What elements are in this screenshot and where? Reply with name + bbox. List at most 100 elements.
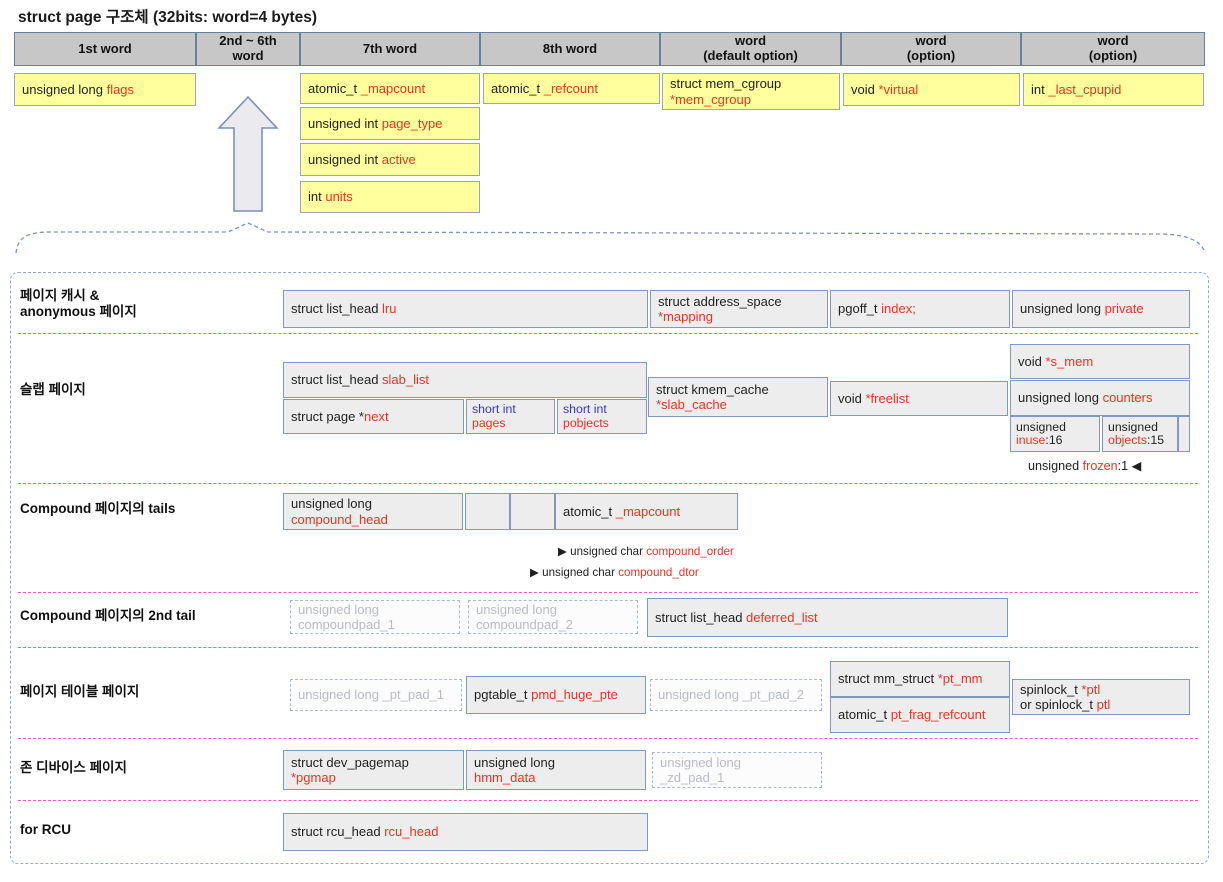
cell-text-part: unsigned long	[474, 754, 555, 770]
cell-text-line: pgtable_t pmd_huge_pte	[474, 687, 618, 702]
cell-text-line: struct page *next	[291, 409, 389, 424]
cell-text-line: short int	[472, 403, 516, 416]
annotation-compound-dtor: ▶ unsigned char compound_dtor	[530, 565, 699, 579]
cell-text-part: unsigned long	[660, 754, 741, 770]
header-8th-word: 8th word	[480, 32, 660, 66]
cell-text-part: *freelist	[865, 390, 909, 406]
cell-text-line: void *s_mem	[1018, 354, 1093, 369]
section-label-page-cache: 페이지 캐시 & anonymous 페이지	[20, 288, 137, 319]
cell-text-line: compoundpad_1	[298, 617, 395, 632]
cell-text-part: private	[1104, 301, 1144, 317]
cell-freelist: void *freelist	[830, 381, 1008, 416]
annotation-text-part: ◀	[1131, 459, 1142, 473]
cell-pmd-huge-pte: pgtable_t pmd_huge_pte	[466, 676, 646, 714]
cell-text-part: _refcount	[543, 80, 598, 96]
section-label-page-table: 페이지 테이블 페이지	[20, 684, 140, 699]
cell-text-part: unsigned	[1016, 419, 1066, 434]
header-1st-word: 1st word	[14, 32, 196, 66]
annotation-frozen: unsigned frozen:1 ◀	[1028, 458, 1141, 473]
cell-pt-mm: struct mm_struct *pt_mm	[830, 661, 1010, 697]
cell-text-part: compoundpad_2	[476, 617, 573, 632]
header-word-default-option: word (default option)	[660, 32, 841, 66]
cell-mapcount-7th: atomic_t _mapcount	[300, 73, 480, 104]
cell-text-part: units	[325, 189, 353, 205]
cell-text-part: atomic_t	[563, 503, 616, 519]
annotation-text-part: compound_order	[646, 545, 734, 558]
cell-text-part: unsigned	[1108, 419, 1158, 434]
cell-refcount: atomic_t _refcount	[483, 73, 660, 104]
cell-mapping: struct address_space*mapping	[650, 290, 828, 328]
cell-text-part: void	[1018, 353, 1046, 369]
annotation-text-part: unsigned	[1028, 459, 1083, 473]
cell-text-part: *s_mem	[1045, 353, 1094, 369]
cell-text-part: pages	[472, 415, 506, 430]
cell-text-line: void *virtual	[851, 82, 918, 97]
cell-text-part: *slab_cache	[656, 397, 727, 412]
cell-text-line: objects:15	[1108, 433, 1165, 447]
cell-text-part: unsigned int	[308, 115, 382, 131]
section-separator-4	[18, 647, 1198, 648]
section-separator-1	[18, 333, 1198, 334]
cell-text-part: struct mem_cgroup	[670, 76, 782, 92]
cell-text-part: *mapping	[658, 309, 713, 324]
annotation-text-part: ▶	[558, 545, 571, 558]
cell-text-part: :15	[1146, 433, 1165, 447]
cell-pt-pad-1: unsigned long _pt_pad_1	[290, 679, 462, 711]
cell-text-part: lru	[382, 301, 397, 317]
cell-text-part: int	[1031, 81, 1049, 97]
cell-text-line: unsigned long private	[1020, 301, 1144, 316]
cell-text-line: struct address_space	[658, 294, 782, 309]
cell-text-line: *mapping	[658, 309, 713, 324]
cell-text-part: struct list_head	[655, 609, 747, 625]
cell-text-part: short int	[563, 402, 607, 417]
cell-flags: unsigned long flags	[14, 73, 196, 106]
cell-text-part: struct page *	[291, 408, 364, 424]
cell-active: unsigned int active	[300, 143, 480, 176]
section-label-for-rcu: for RCU	[20, 822, 71, 837]
cell-text-line: hmm_data	[474, 770, 535, 785]
cell-text-line: struct list_head slab_list	[291, 372, 429, 387]
cell-text-part: atomic_t	[838, 707, 891, 723]
cell-text-part: struct rcu_head	[291, 824, 385, 840]
cell-text-line: unsigned long _pt_pad_1	[298, 687, 444, 702]
cell-text-part: _mapcount	[360, 80, 426, 96]
cell-compound-small-2	[510, 493, 555, 530]
cell-text-part: *pt_mm	[937, 671, 983, 687]
header-7th-word: 7th word	[300, 32, 480, 66]
cell-text-part: struct kmem_cache	[656, 381, 769, 397]
cell-text-part: *mem_cgroup	[670, 91, 751, 107]
cell-text-line: struct kmem_cache	[656, 382, 769, 397]
cell-text-line: inuse:16	[1016, 433, 1063, 447]
cell-text-part: :16	[1045, 433, 1063, 447]
cell-text-line: struct mm_struct *pt_mm	[838, 671, 982, 686]
cell-text-line: unsigned	[1108, 419, 1158, 434]
cell-text-line: unsigned long _pt_pad_2	[658, 687, 804, 702]
cell-text-line: short int	[563, 403, 607, 416]
cell-text-line: pages	[472, 415, 506, 430]
cell-slab-list: struct list_head slab_list	[283, 362, 647, 398]
cell-text-part: unsigned long _pt_pad_1	[298, 687, 445, 703]
cell-text-line: compound_head	[291, 512, 388, 527]
header-word-option-1: word (option)	[841, 32, 1021, 66]
annotation-text-part: :1	[1117, 459, 1132, 473]
brace-connector	[15, 222, 1206, 254]
cell-text-line: *pgmap	[291, 770, 336, 785]
cell-text-line: spinlock_t *ptl	[1020, 682, 1100, 697]
cell-text-part: void	[838, 390, 866, 406]
cell-text-part: objects	[1108, 433, 1147, 447]
cell-text-line: atomic_t _mapcount	[563, 504, 680, 519]
cell-text-line: int _last_cpupid	[1031, 82, 1121, 97]
cell-text-line: atomic_t _refcount	[491, 81, 598, 96]
cell-text-part: active	[381, 151, 416, 167]
annotation-text-part: unsigned char	[570, 545, 647, 558]
cell-text-part: unsigned long	[298, 601, 379, 617]
cell-text-part: flags	[106, 81, 135, 97]
cell-text-part: atomic_t	[491, 80, 544, 96]
